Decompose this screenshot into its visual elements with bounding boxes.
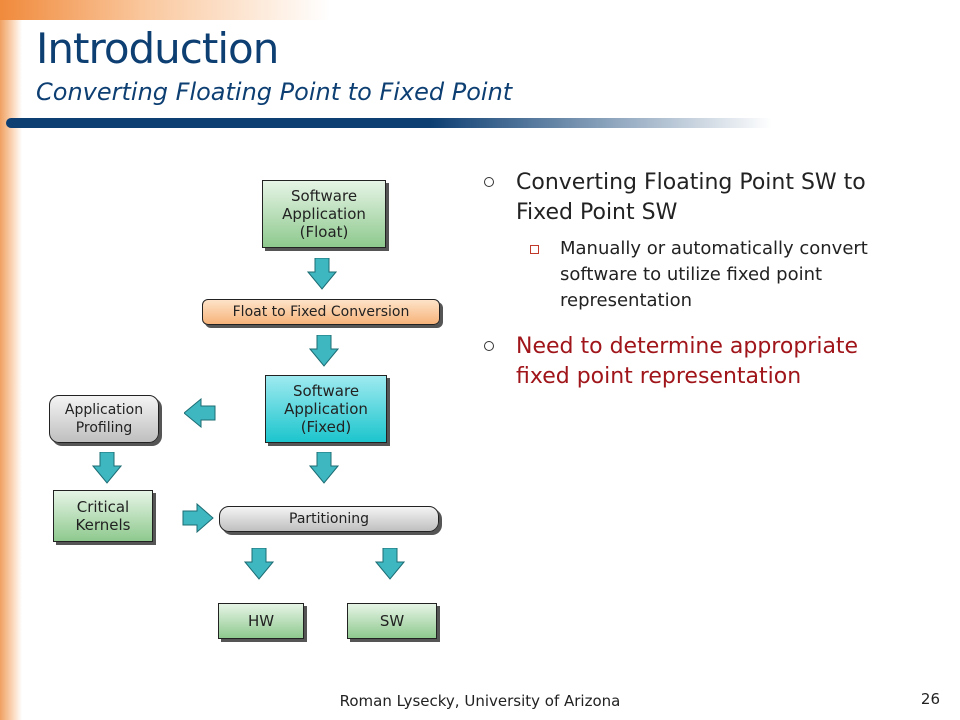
box-line: Kernels xyxy=(75,516,131,534)
bullet-text: Need to determine appropriate fixed poin… xyxy=(516,334,859,389)
arrow-down-icon xyxy=(309,335,339,367)
box-label: Float to Fixed Conversion xyxy=(232,304,410,320)
footer-author: Roman Lysecky, University of Arizona xyxy=(339,692,621,710)
box-sw: SW xyxy=(347,603,437,639)
box-line: Software xyxy=(290,187,358,205)
page-number: 26 xyxy=(920,690,940,708)
box-line: Application xyxy=(282,205,366,223)
arrow-left-icon xyxy=(184,398,216,428)
box-float-to-fixed: Float to Fixed Conversion xyxy=(202,299,440,325)
box-label: HW xyxy=(247,612,275,630)
circle-bullet-icon xyxy=(484,177,494,187)
arrow-down-icon xyxy=(307,258,337,290)
bullet-text: Converting Floating Point SW to Fixed Po… xyxy=(516,170,866,225)
box-label: SW xyxy=(379,612,405,630)
square-bullet-icon xyxy=(530,245,539,254)
box-hw: HW xyxy=(218,603,304,639)
sub-bullet-text: Manually or automatically convert softwa… xyxy=(560,238,868,311)
arrow-right-icon xyxy=(182,503,214,533)
slide-subtitle: Converting Floating Point to Fixed Point xyxy=(36,78,513,106)
box-line: (Fixed) xyxy=(300,418,352,436)
slide-title: Introduction xyxy=(36,24,279,73)
circle-bullet-icon xyxy=(484,341,494,351)
bullet-item: Need to determine appropriate fixed poin… xyxy=(482,332,912,392)
arrow-down-icon xyxy=(92,452,122,484)
arrow-down-icon xyxy=(309,452,339,484)
box-line: Software xyxy=(292,382,360,400)
title-rule xyxy=(12,118,772,128)
top-decor-bar xyxy=(0,0,330,20)
box-partitioning: Partitioning xyxy=(219,506,439,532)
box-line: Critical xyxy=(76,498,130,516)
box-line: Application xyxy=(64,402,144,418)
bullet-item: Converting Floating Point SW to Fixed Po… xyxy=(482,168,912,228)
arrow-down-icon xyxy=(375,548,405,580)
box-line: Application xyxy=(284,400,368,418)
bullet-list: Converting Floating Point SW to Fixed Po… xyxy=(482,168,912,404)
box-label: Partitioning xyxy=(289,511,369,527)
box-line: Profiling xyxy=(75,420,133,436)
left-decor-bar xyxy=(0,0,22,720)
box-line: (Float) xyxy=(299,223,349,241)
sub-bullet-item: Manually or automatically convert softwa… xyxy=(482,236,912,314)
arrow-down-icon xyxy=(244,548,274,580)
